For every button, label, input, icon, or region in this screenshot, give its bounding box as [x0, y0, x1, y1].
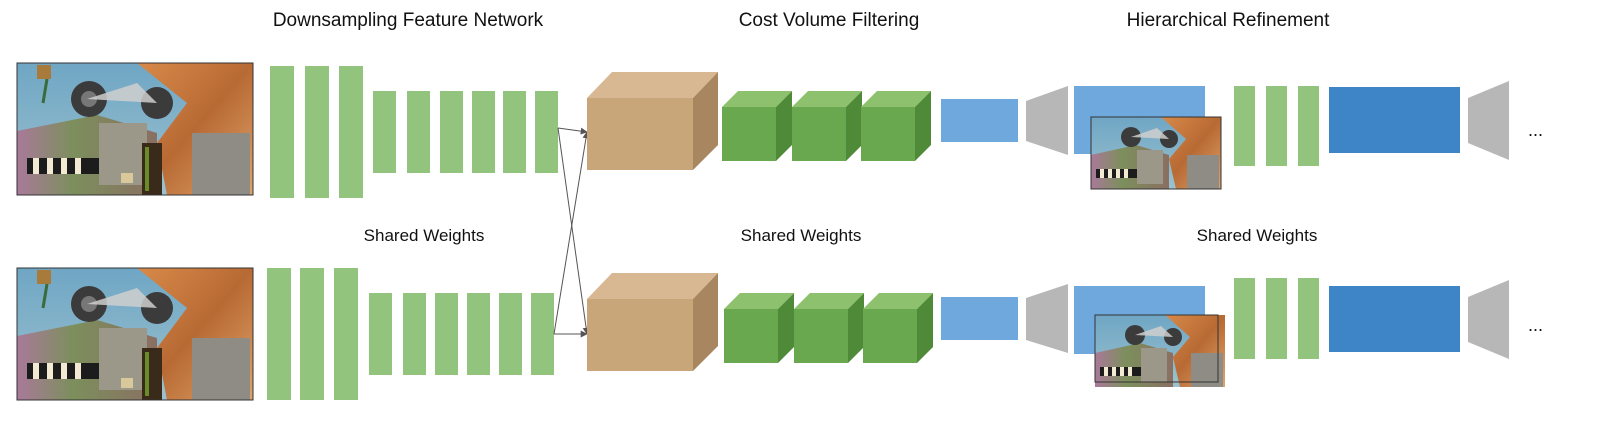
refine-block	[1234, 278, 1255, 359]
shared-weights-label-feature: Shared Weights	[364, 226, 485, 245]
feature-block	[499, 293, 522, 375]
feature-block	[472, 91, 495, 173]
feature-block	[407, 91, 430, 173]
refinement-top: ...	[941, 81, 1543, 190]
guidance-image-bottom	[1094, 314, 1225, 387]
refined-disparity-block	[1329, 87, 1460, 153]
feature-block	[300, 268, 324, 400]
filter-cube	[794, 293, 864, 363]
ellipsis-bottom: ...	[1528, 315, 1543, 335]
feature-block	[334, 268, 358, 400]
stage-title-downsampling: Downsampling Feature Network	[273, 10, 544, 31]
left-input-image	[15, 61, 255, 197]
stage-title-cost-volume: Cost Volume Filtering	[739, 10, 920, 31]
filter-cube	[722, 91, 792, 161]
feature-network-top	[270, 66, 558, 198]
feature-block	[467, 293, 490, 375]
filter-cube	[861, 91, 931, 161]
feature-block	[305, 66, 329, 198]
feature-block	[270, 66, 294, 198]
arrow-top-to-bottom	[557, 127, 590, 335]
feature-block	[435, 293, 458, 375]
ellipsis-top: ...	[1528, 120, 1543, 140]
feature-block	[339, 66, 363, 198]
refine-block	[1266, 86, 1287, 166]
shared-weights-label-cost: Shared Weights	[741, 226, 862, 245]
right-input-image	[15, 266, 255, 402]
arrow-bottom-to-top	[553, 131, 590, 335]
disparity-block	[941, 99, 1018, 142]
shared-weights-label-refine: Shared Weights	[1197, 226, 1318, 245]
feature-block	[503, 91, 526, 173]
cost-volume-bottom	[587, 273, 718, 371]
refine-block	[1298, 278, 1319, 359]
refine-block	[1234, 86, 1255, 166]
upsample-trapezoid	[1468, 81, 1509, 160]
filter-cube	[724, 293, 794, 363]
refine-block	[1266, 278, 1287, 359]
feature-block	[531, 293, 554, 375]
refine-block	[1298, 86, 1319, 166]
filter-cubes-bottom	[724, 293, 933, 363]
feature-block	[373, 91, 396, 173]
feature-block	[369, 293, 392, 375]
upsample-trapezoid	[1468, 280, 1509, 359]
refinement-bottom: ...	[941, 278, 1543, 387]
feature-block	[440, 91, 463, 173]
refined-disparity-block	[1329, 286, 1460, 352]
upsample-trapezoid	[1026, 284, 1068, 353]
arrow-top-to-top	[557, 127, 588, 135]
stage-title-refinement: Hierarchical Refinement	[1127, 10, 1330, 31]
disparity-block	[941, 297, 1018, 340]
filter-cube	[792, 91, 862, 161]
feature-block	[267, 268, 291, 400]
cost-volume-top	[587, 72, 718, 170]
feature-network-bottom	[267, 268, 554, 400]
feature-block	[403, 293, 426, 375]
cross-connection-arrows	[553, 127, 590, 338]
filter-cube	[863, 293, 933, 363]
filter-cubes-top	[722, 91, 931, 161]
guidance-image-top	[1090, 116, 1222, 190]
upsample-trapezoid	[1026, 86, 1068, 155]
feature-block	[535, 91, 558, 173]
